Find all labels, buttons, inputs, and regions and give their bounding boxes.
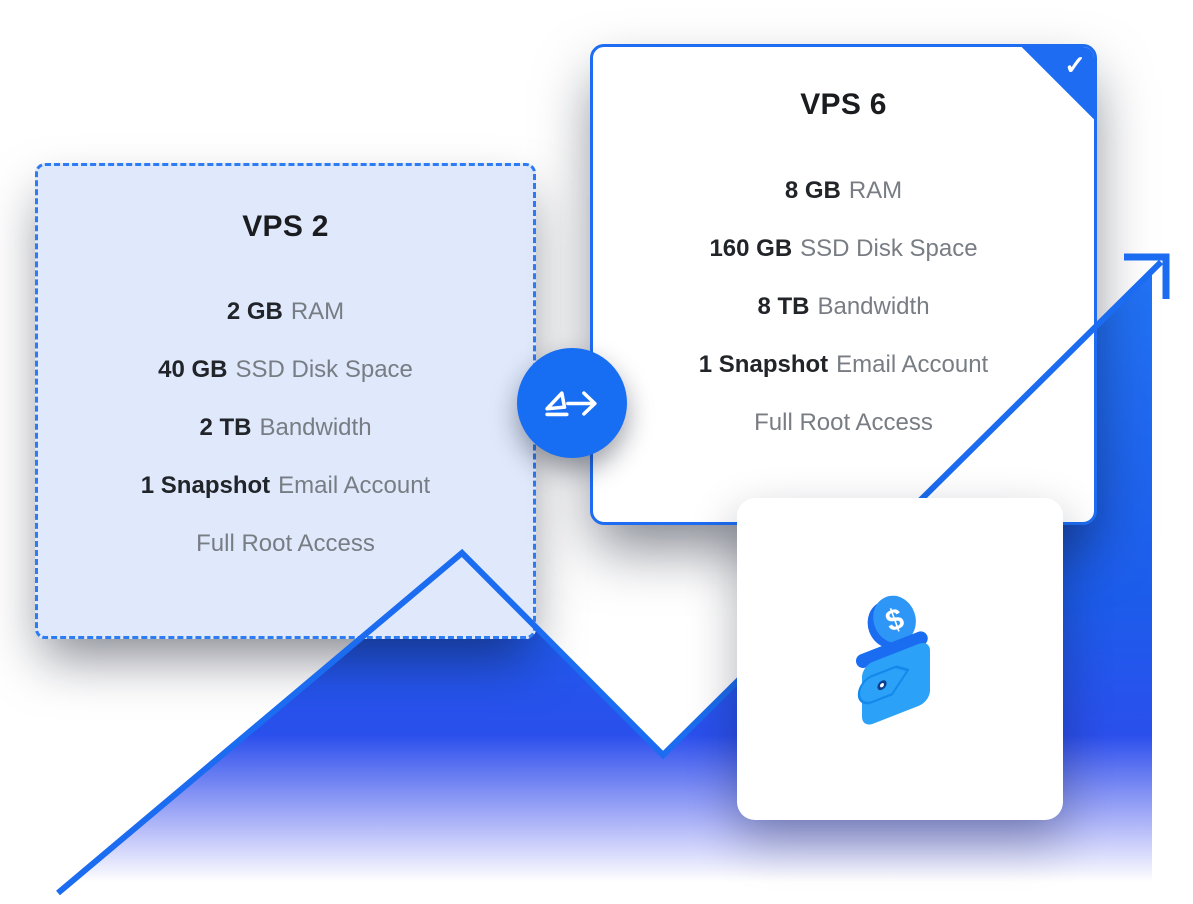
feature-value: 8 TB — [757, 293, 810, 320]
feature-value: 160 GB — [709, 235, 793, 262]
feature-label: RAM — [848, 177, 903, 204]
plan-feature-list: 8 GB RAM 160 GB SSD Disk Space 8 TB Band… — [593, 179, 1094, 435]
wallet-coin-icon: $ — [855, 595, 930, 725]
feature-row: 8 TB Bandwidth — [593, 295, 1094, 319]
feature-label: Email Account — [836, 351, 989, 378]
feature-value: 1 Snapshot — [698, 351, 829, 378]
feature-label: SSD Disk Space — [235, 356, 413, 383]
feature-row: 8 GB RAM — [593, 179, 1094, 203]
feature-value: 40 GB — [158, 356, 228, 383]
feature-value: 8 GB — [784, 177, 841, 204]
feature-row: Full Root Access — [593, 411, 1094, 435]
feature-value: 2 GB — [226, 298, 283, 325]
feature-row: 2 TB Bandwidth — [38, 416, 533, 440]
feature-label: Bandwidth — [259, 414, 372, 441]
feature-row: 160 GB SSD Disk Space — [593, 237, 1094, 261]
feature-label: SSD Disk Space — [800, 235, 978, 262]
wallet-card: $ — [737, 498, 1063, 820]
feature-label: Full Root Access — [754, 409, 933, 436]
feature-row: 40 GB SSD Disk Space — [38, 358, 533, 382]
plan-feature-list: 2 GB RAM 40 GB SSD Disk Space 2 TB Bandw… — [38, 300, 533, 556]
feature-row: 2 GB RAM — [38, 300, 533, 324]
feature-value: 1 Snapshot — [140, 472, 271, 499]
selected-corner-badge: ✓ — [1019, 47, 1094, 122]
transfer-arrow-icon — [545, 391, 597, 417]
plan-title: VPS 6 — [800, 88, 887, 121]
feature-row: 1 Snapshot Email Account — [38, 474, 533, 498]
feature-label: Bandwidth — [817, 293, 930, 320]
feature-label: Email Account — [278, 472, 431, 499]
transfer-plan-button[interactable] — [517, 348, 627, 458]
feature-label: Full Root Access — [196, 530, 375, 557]
feature-row: 1 Snapshot Email Account — [593, 353, 1094, 377]
feature-label: RAM — [290, 298, 345, 325]
feature-value: 2 TB — [199, 414, 252, 441]
plan-title: VPS 2 — [242, 210, 329, 243]
checkmark-icon: ✓ — [1064, 50, 1086, 80]
feature-row: Full Root Access — [38, 532, 533, 556]
